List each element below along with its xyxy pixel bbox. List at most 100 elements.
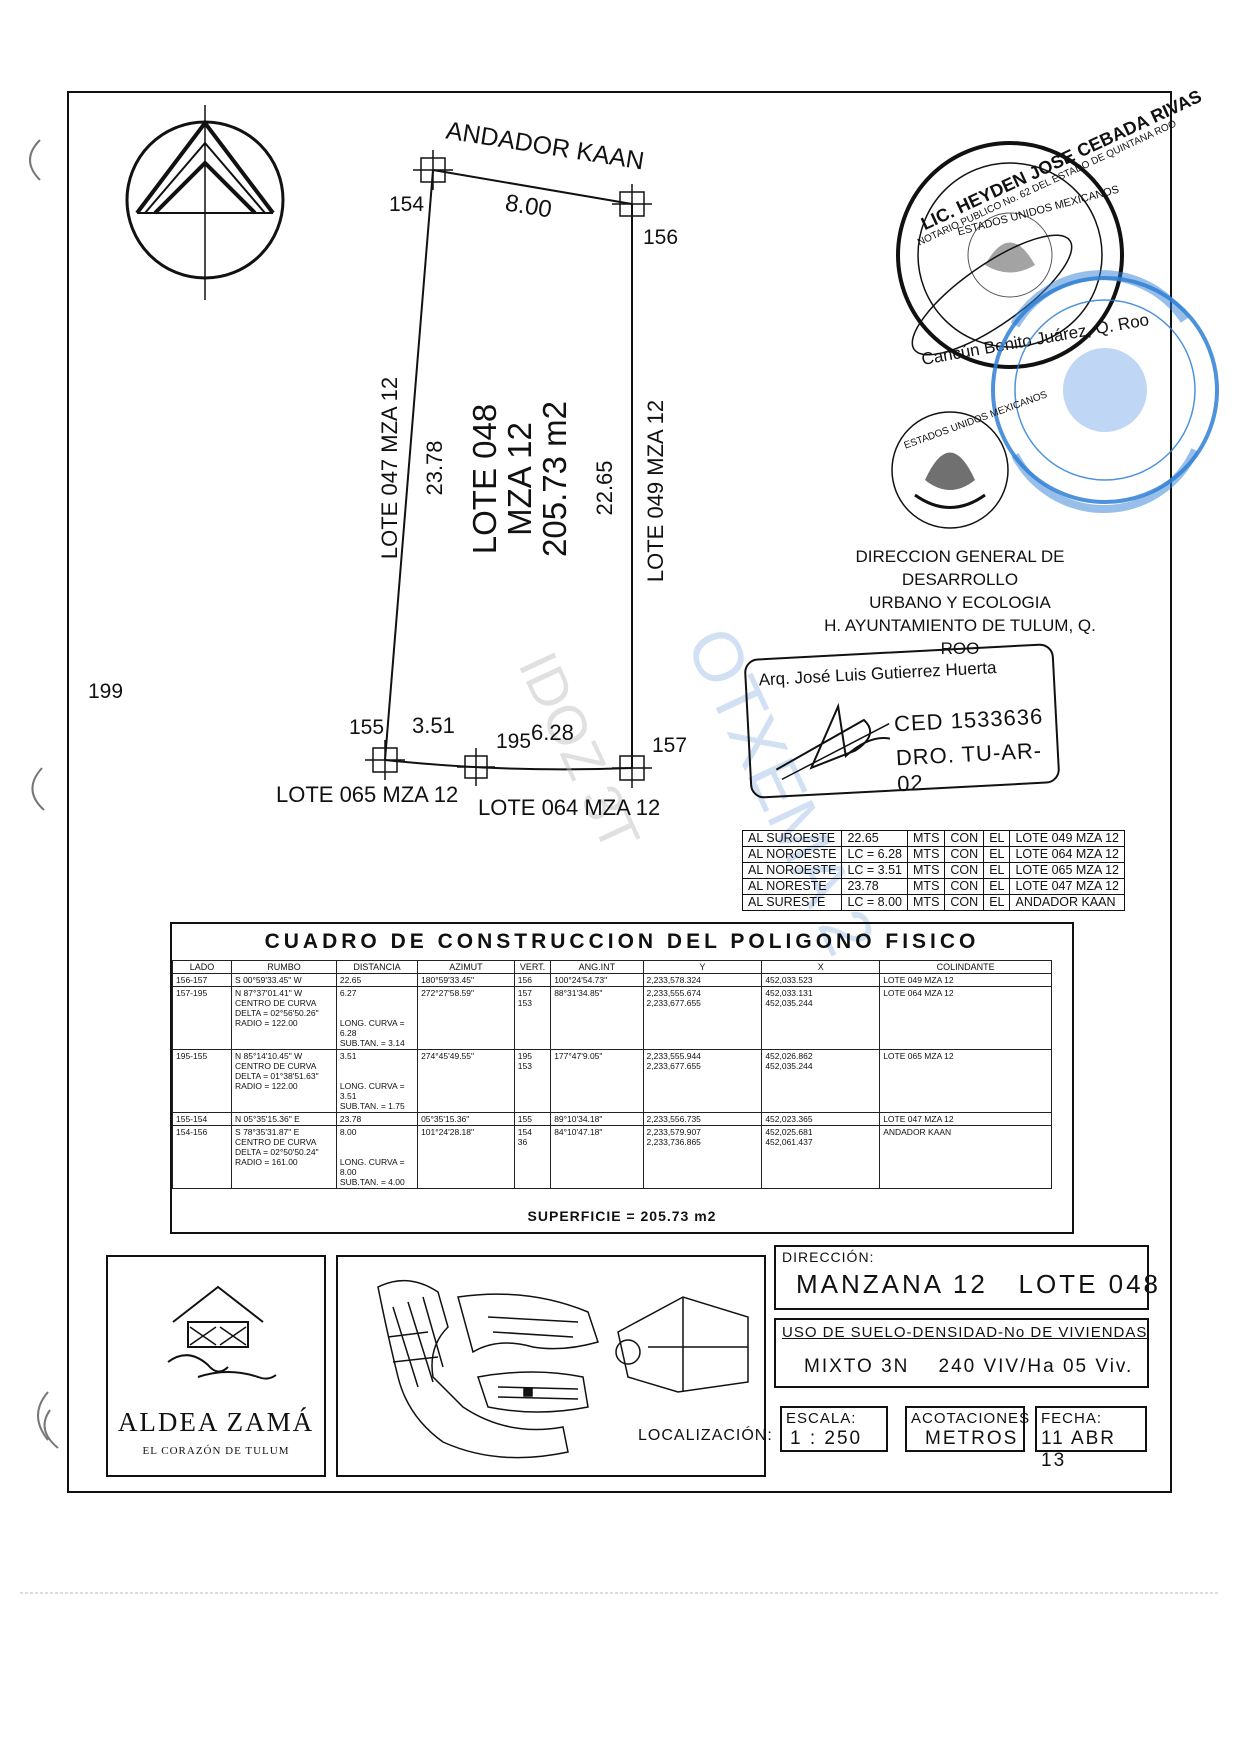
north-boundary-line xyxy=(432,169,633,205)
boundary-cell: AL NORESTE xyxy=(741,878,843,895)
boundary-cell: CON xyxy=(944,894,985,911)
construction-cell: 157 153 xyxy=(513,986,552,1050)
lot-number-label: LOTE 048 xyxy=(466,403,503,555)
construction-cell: 452,033.523 xyxy=(761,973,881,987)
construction-cell: 3.51 LONG. CURVA = 3.51 SUB.TAN. = 1.75 xyxy=(335,1049,419,1113)
south-distance-a: 3.51 xyxy=(412,713,455,738)
construction-cell: 6.27 LONG. CURVA = 6.28 SUB.TAN. = 3.14 xyxy=(335,986,419,1050)
boundary-cell: EL xyxy=(983,894,1011,911)
land-use-box: USO DE SUELO-DENSIDAD-No DE VIVIENDAS MI… xyxy=(774,1318,1149,1388)
construction-cell: 88°31'34.85" xyxy=(550,986,644,1050)
units-box: ACOTACIONES METROS xyxy=(905,1406,1029,1452)
boundary-cell: AL NOROESTE xyxy=(741,862,843,879)
address-label: DIRECCIÓN: xyxy=(782,1249,875,1265)
construction-cell: 155 xyxy=(513,1112,552,1126)
construction-cell: LOTE 049 MZA 12 xyxy=(879,973,1052,987)
construction-cell: 2,233,579.907 2,233,736.865 xyxy=(642,1125,763,1189)
south-lote-a-label: LOTE 065 MZA 12 xyxy=(276,782,459,807)
boundary-cell: MTS xyxy=(907,830,946,847)
location-map-parcels xyxy=(615,1296,749,1393)
construction-cell: 274°45'49.55" xyxy=(417,1049,515,1113)
date-value: 11 ABR 13 xyxy=(1041,1428,1117,1471)
construction-header-cell: AZIMUT xyxy=(417,960,515,974)
construction-cell: LOTE 064 MZA 12 xyxy=(879,986,1052,1050)
east-distance-label: 22.65 xyxy=(592,460,617,516)
boundary-cell: EL xyxy=(983,830,1011,847)
construction-cell: 154 36 xyxy=(513,1125,552,1189)
location-map-box: LOCALIZACIÓN: xyxy=(336,1255,772,1477)
lot-area-label: 205.73 m2 xyxy=(536,401,573,557)
boundary-cell: MTS xyxy=(907,862,946,879)
construction-cell: 8.00 LONG. CURVA = 8.00 SUB.TAN. = 4.00 xyxy=(335,1125,419,1189)
boundary-cell: LOTE 049 MZA 12 xyxy=(1009,830,1126,847)
brand-tagline: EL CORAZÓN DE TULUM xyxy=(142,1445,290,1457)
lot-block-label: MZA 12 xyxy=(501,422,538,536)
location-map xyxy=(377,1279,599,1459)
boundary-cell: LC = 6.28 xyxy=(841,846,909,863)
point-157-label: 157 xyxy=(652,734,688,757)
location-label: LOCALIZACIÓN: xyxy=(638,1427,773,1444)
boundary-cell: LC = 3.51 xyxy=(841,862,909,879)
construction-cell: 2,233,578.324 xyxy=(642,973,763,987)
boundary-cell: AL SURESTE xyxy=(741,894,843,911)
construction-cell: 452,033.131 452,035.244 xyxy=(761,986,881,1050)
direction-block: DIRECCION GENERAL DE DESARROLLO URBANO Y… xyxy=(810,545,1110,660)
architect-signature xyxy=(775,702,891,781)
units-label: ACOTACIONES xyxy=(911,1410,1031,1427)
boundary-cell: CON xyxy=(944,862,985,879)
construction-header-cell: DISTANCIA xyxy=(335,960,419,974)
construction-cell: 2,233,556.735 xyxy=(642,1112,763,1126)
south-distance-b: 6.28 xyxy=(531,720,574,745)
land-use-value: MIXTO 3N 240 VIV/Ha 05 Viv. xyxy=(804,1356,1134,1377)
scale-value: 1 : 250 xyxy=(790,1428,863,1449)
construction-cell: N 87°37'01.41" W CENTRO DE CURVA DELTA =… xyxy=(231,986,337,1050)
point-155-label: 155 xyxy=(349,716,385,739)
boundary-cell: EL xyxy=(983,878,1011,895)
boundary-cell: CON xyxy=(944,846,985,863)
construction-header-cell: COLINDANTE xyxy=(879,960,1052,974)
construction-header-cell: X xyxy=(761,960,881,974)
construction-cell: 100°24'54.73" xyxy=(550,973,644,987)
point-156-label: 156 xyxy=(643,226,679,249)
construction-cell: 23.78 xyxy=(335,1112,419,1126)
construction-cell: 195-155 xyxy=(171,1049,233,1113)
construction-cell: N 85°14'10.45" W CENTRO DE CURVA DELTA =… xyxy=(231,1049,337,1113)
date-label: FECHA: xyxy=(1041,1410,1103,1427)
construction-cell: 22.65 xyxy=(335,973,419,987)
page-number: 199 xyxy=(88,680,124,703)
brand-name: ALDEA ZAMÁ xyxy=(117,1407,315,1437)
construction-cell: LOTE 065 MZA 12 xyxy=(879,1049,1052,1113)
construction-cell: 195 153 xyxy=(513,1049,552,1113)
north-arrow-icon xyxy=(125,105,285,300)
architect-ced: CED 1533636 xyxy=(893,703,1044,737)
direction-line-3: H. AYUNTAMIENTO DE TULUM, Q. ROO xyxy=(824,616,1096,658)
boundary-cell: EL xyxy=(983,862,1011,879)
date-box: FECHA: 11 ABR 13 xyxy=(1035,1406,1147,1471)
construction-cell: 180°59'33.45" xyxy=(417,973,515,987)
construction-cell: 101°24'28.18" xyxy=(417,1125,515,1189)
construction-header-cell: Y xyxy=(642,960,763,974)
surface-total: SUPERFICIE = 205.73 m2 xyxy=(527,1208,717,1224)
direction-line-1: DIRECCION GENERAL DE DESARROLLO xyxy=(855,547,1065,589)
municipal-seal xyxy=(891,411,1009,529)
construction-header-cell: ANG.INT xyxy=(550,960,644,974)
west-boundary-line xyxy=(384,169,434,761)
boundary-cell: CON xyxy=(944,878,985,895)
architect-name: Arq. José Luis Gutierrez Huerta xyxy=(758,657,997,690)
boundary-cell: LOTE 064 MZA 12 xyxy=(1009,846,1126,863)
address-value: MANZANA 12 LOTE 048 xyxy=(796,1269,1162,1299)
architect-dro: DRO. TU-AR-02 xyxy=(895,737,1043,797)
construction-cell: 157-195 xyxy=(171,986,233,1050)
boundary-cell: 22.65 xyxy=(841,830,909,847)
boundary-cell: LOTE 047 MZA 12 xyxy=(1009,878,1126,895)
